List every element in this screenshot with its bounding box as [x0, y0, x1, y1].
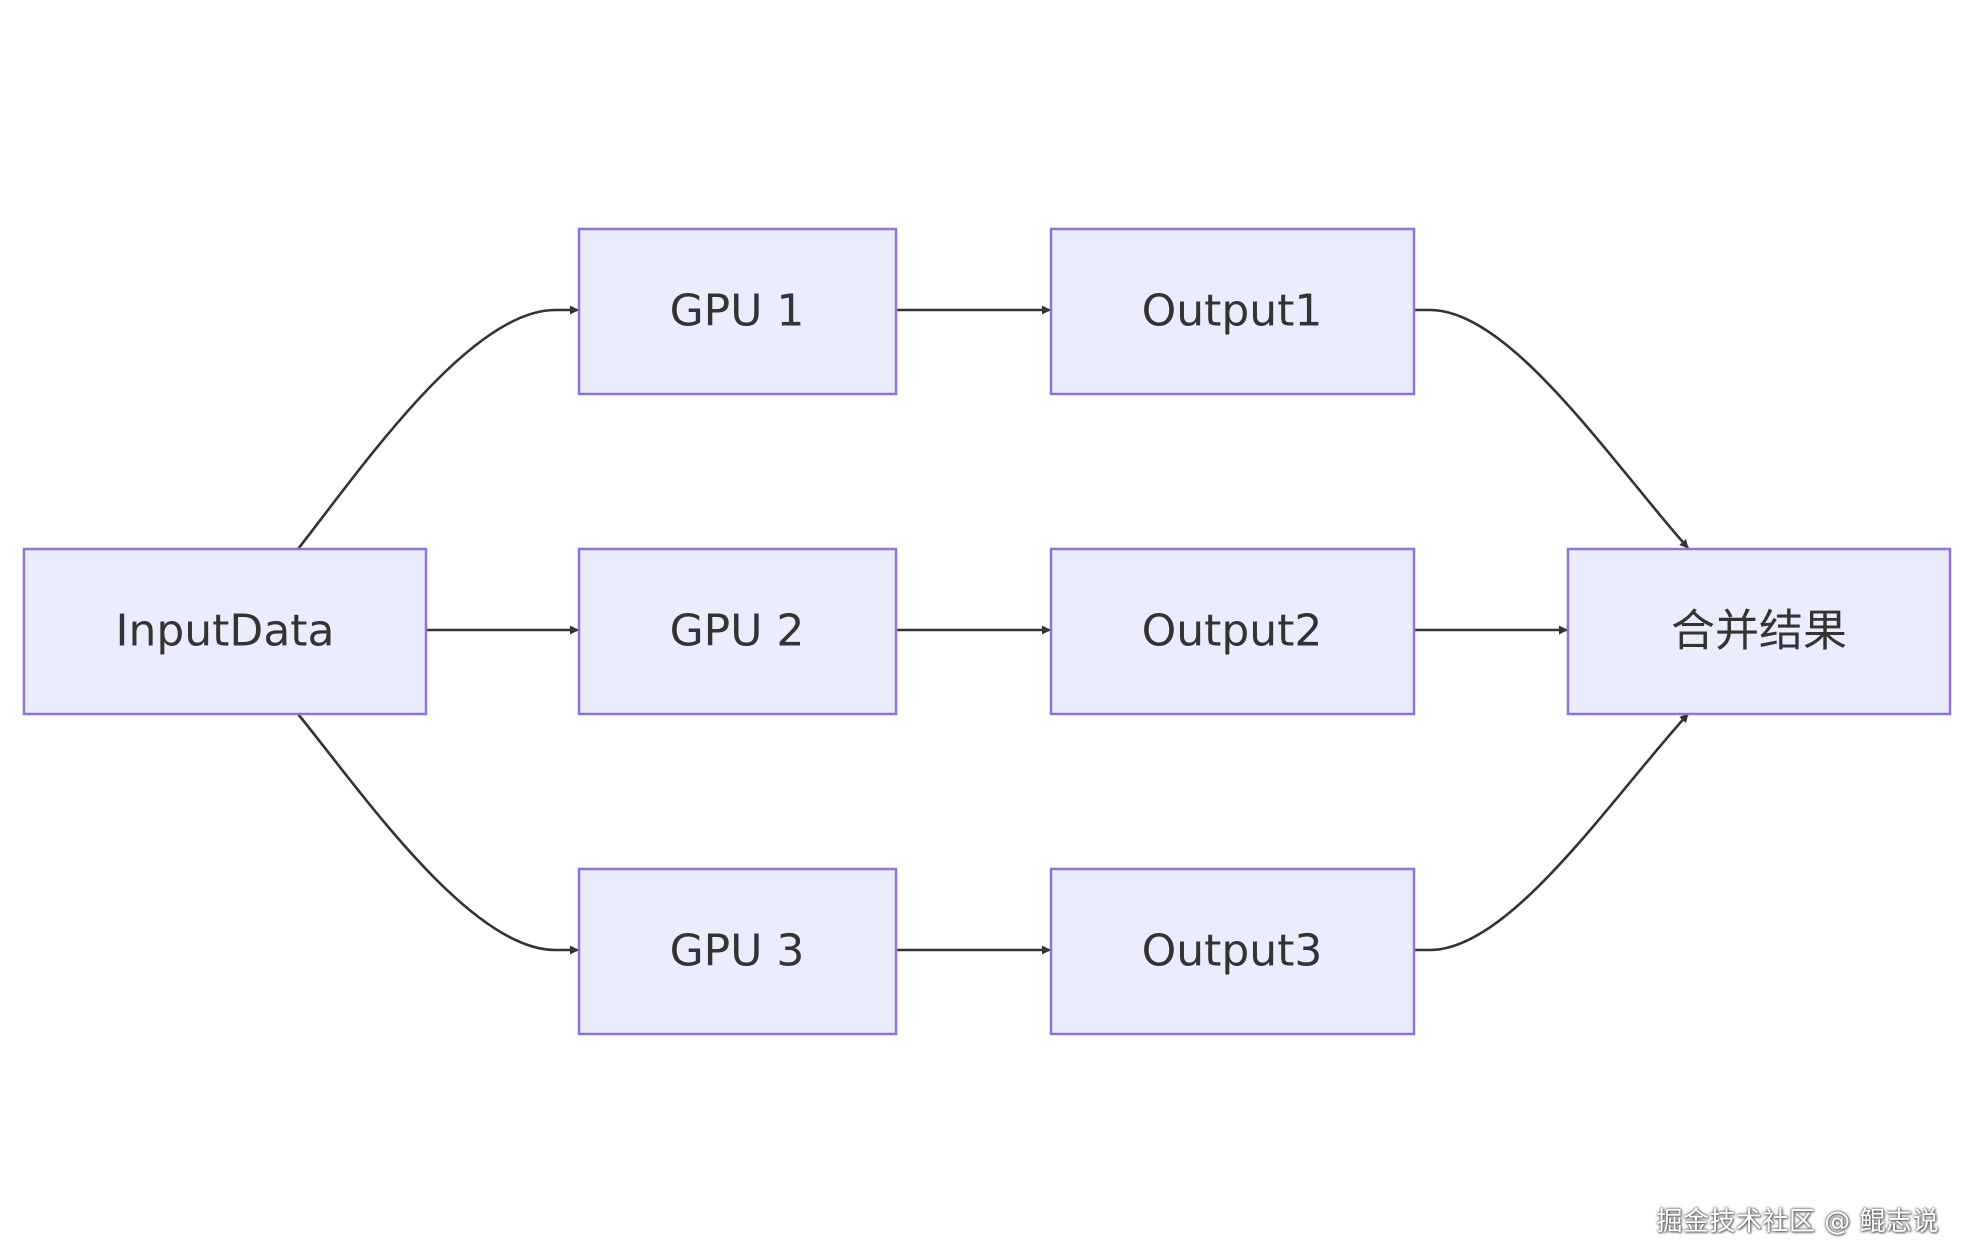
watermark-text: 掘金技术社区 @ 鲲志说 — [1656, 1207, 1939, 1237]
node-gpu2: GPU 2 — [577, 547, 898, 716]
node-out2: Output2 — [1049, 547, 1416, 716]
node-gpu1: GPU 1 — [577, 227, 898, 396]
node-input: InputData — [22, 547, 428, 716]
edge-out1-to-merge — [1414, 308, 1689, 549]
node-gpu3: GPU 3 — [577, 867, 898, 1036]
node-merge: 合并结果 — [1566, 547, 1952, 716]
node-out2-label: Output2 — [1142, 606, 1323, 657]
node-gpu2-box — [577, 547, 898, 716]
node-merge-label: 合并结果 — [1671, 606, 1847, 657]
node-input-label: InputData — [116, 606, 335, 657]
node-out1: Output1 — [1049, 227, 1416, 396]
node-out2-box — [1049, 547, 1416, 716]
node-gpu3-label: GPU 3 — [670, 926, 805, 977]
node-out3-label: Output3 — [1142, 926, 1323, 977]
node-gpu3-box — [577, 867, 898, 1036]
edges — [296, 305, 1689, 955]
node-gpu1-label: GPU 1 — [670, 286, 805, 337]
node-gpu1-box — [577, 227, 898, 396]
node-out3: Output3 — [1049, 867, 1416, 1036]
node-out1-label: Output1 — [1142, 286, 1323, 337]
edge-input-to-gpu3 — [296, 713, 579, 955]
node-out3-box — [1049, 867, 1416, 1036]
node-input-box — [22, 547, 428, 716]
edge-out3-to-merge — [1414, 713, 1689, 952]
node-merge-box — [1566, 547, 1952, 716]
node-out1-box — [1049, 227, 1416, 396]
node-gpu2-label: GPU 2 — [670, 606, 805, 657]
edge-input-to-gpu1 — [296, 305, 579, 550]
